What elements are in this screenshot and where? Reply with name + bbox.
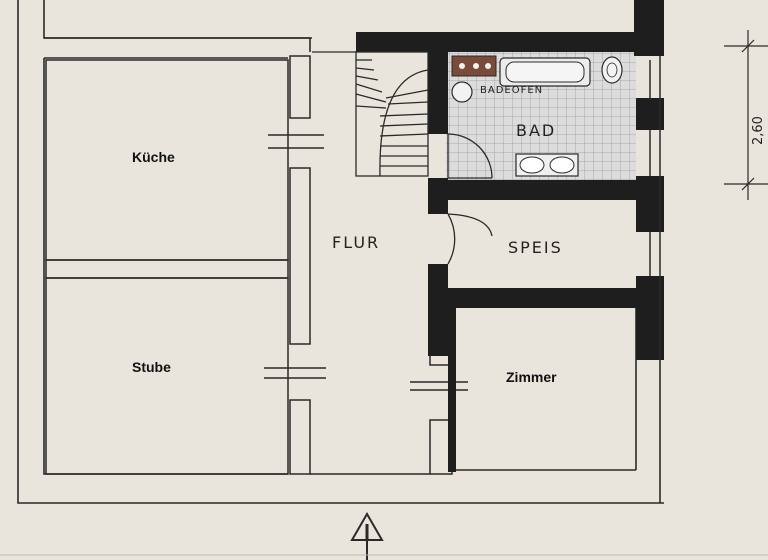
bath-door <box>447 133 493 179</box>
staircase <box>355 51 429 177</box>
flur-left-wall <box>264 55 326 475</box>
label-bad: BAD <box>516 121 556 140</box>
label-stube: Stube <box>132 359 171 375</box>
label-badeofen: BADEOFEN <box>480 85 543 96</box>
speis-door <box>447 213 493 265</box>
label-speis: SPEIS <box>508 238 563 257</box>
toilet <box>601 56 623 84</box>
label-kueche: Küche <box>132 149 175 165</box>
solid-walls <box>356 0 664 472</box>
double-sink <box>515 153 579 177</box>
label-flur: FLUR <box>332 233 380 252</box>
dimension-line <box>724 30 768 200</box>
label-dimension: 2,60 <box>751 116 766 145</box>
water-heater <box>451 55 497 103</box>
outer-walls <box>17 0 664 504</box>
label-zimmer: Zimmer <box>506 369 557 385</box>
left-rooms <box>45 59 289 475</box>
facade-lines <box>649 56 661 360</box>
bathtub <box>499 57 591 87</box>
